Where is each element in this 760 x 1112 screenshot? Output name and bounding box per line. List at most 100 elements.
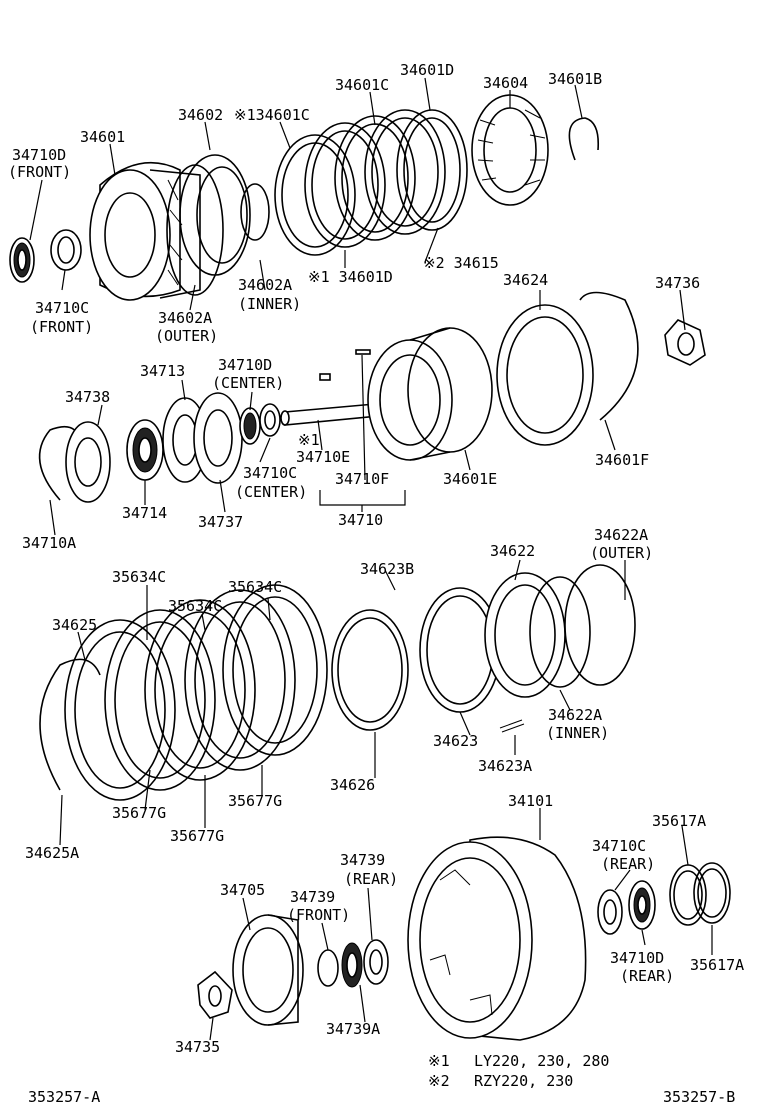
part-34739-thrust-washers: [317, 939, 389, 988]
label-34710D-front: 34710D: [12, 146, 66, 164]
label-34601F: 34601F: [595, 451, 649, 469]
label-35677G-a: 35677G: [112, 804, 166, 822]
label-34710D-rear: 34710D: [610, 949, 664, 967]
label-34710D-front-qualifier: (FRONT): [8, 163, 71, 181]
label-34625A: 34625A: [25, 844, 79, 862]
label-34713: 34713: [140, 362, 185, 380]
part-labels: 34601D 34601C 34604 34601B 34602 ※134601…: [8, 61, 744, 1056]
label-34710E: 34710E: [296, 448, 350, 466]
label-34601D-bottom: ※1 34601D: [308, 268, 393, 286]
label-34601: 34601: [80, 128, 125, 146]
label-34622A-outer: 34622A: [594, 526, 648, 544]
part-34101-transmission-case: [407, 836, 587, 1041]
part-34710C-rear-race: [597, 889, 623, 935]
part-34736-plate: [664, 319, 706, 366]
label-34625: 34625: [52, 616, 97, 634]
footer-code-left: 353257-A: [28, 1088, 100, 1106]
note-2-text: RZY220, 230: [474, 1072, 573, 1090]
label-34710C-center: 34710C: [243, 464, 297, 482]
part-34626-piston-ring: [331, 609, 409, 731]
label-34601D-top: 34601D: [400, 61, 454, 79]
label-34735: 34735: [175, 1038, 220, 1056]
label-34710: 34710: [338, 511, 383, 529]
label-34601B: 34601B: [548, 70, 602, 88]
part-34601B-snap-ring: [568, 117, 600, 161]
label-34602A-outer-qualifier: (OUTER): [155, 327, 218, 345]
label-35634C-a: 35634C: [112, 568, 166, 586]
part-35634C-35677G-discs: [64, 584, 328, 801]
label-34738: 34738: [65, 388, 110, 406]
label-34602A-inner: 34602A: [238, 276, 292, 294]
label-34622A-outer-qualifier: (OUTER): [590, 544, 653, 562]
part-34705-drum: [232, 914, 304, 1026]
leader-lines: [29, 77, 713, 1041]
part-34601C-34601D-plates: [274, 109, 468, 256]
label-34714: 34714: [122, 504, 167, 522]
label-34601C-top: 34601C: [335, 76, 389, 94]
label-34710E-mark: ※1: [298, 431, 320, 449]
label-34710C-rear-qualifier: (REAR): [601, 855, 655, 873]
label-34737: 34737: [198, 513, 243, 531]
label-35634C-b: 35634C: [228, 578, 282, 596]
label-34622A-inner-qualifier: (INNER): [546, 724, 609, 742]
label-34101: 34101: [508, 792, 553, 810]
label-34710F: 34710F: [335, 470, 389, 488]
label-34615: ※2 34615: [423, 254, 499, 272]
part-34625-snap-ring: [39, 658, 101, 791]
part-34738-sun-gear: [65, 421, 111, 503]
part-34604-spring-retainer: [471, 94, 549, 206]
label-35677G-c: 35677G: [170, 827, 224, 845]
label-34710C-center-qualifier: (CENTER): [235, 483, 307, 501]
label-34710D-center: 34710D: [218, 356, 272, 374]
part-34601E-planetary-carrier: [367, 327, 493, 461]
label-35677G-b: 35677G: [228, 792, 282, 810]
part-34735-plate: [197, 970, 233, 1019]
part-34737-hub: [193, 392, 243, 484]
label-34623B: 34623B: [360, 560, 414, 578]
label-34736: 34736: [655, 274, 700, 292]
part-34624-ring-gear: [496, 304, 594, 446]
note-1-mark: ※1: [428, 1052, 450, 1070]
part-35617A-seal-rings: [669, 862, 731, 926]
label-34622: 34622: [490, 542, 535, 560]
label-34710D-rear-qualifier: (REAR): [620, 967, 674, 985]
label-34601C-mid: ※134601C: [234, 106, 310, 124]
part-34601F-snap-ring: [579, 291, 639, 421]
label-34602A-outer: 34602A: [158, 309, 212, 327]
applicability-notes: ※1 LY220, 230, 280 ※2 RZY220, 230: [428, 1052, 609, 1090]
label-34710A: 34710A: [22, 534, 76, 552]
part-34601-clutch-drum: [89, 162, 224, 301]
part-34602-piston: [179, 154, 270, 276]
part-34710C-front-race: [50, 229, 82, 271]
part-34710D-rear-bearing: [628, 880, 656, 930]
label-34626: 34626: [330, 776, 375, 794]
label-34602: 34602: [178, 106, 223, 124]
label-34710C-front: 34710C: [35, 299, 89, 317]
part-34623A-spring: [499, 719, 525, 733]
label-34624: 34624: [503, 271, 548, 289]
label-34622A-inner: 34622A: [548, 706, 602, 724]
part-34710D-center-bearing: [239, 407, 261, 445]
label-34623A: 34623A: [478, 757, 532, 775]
label-34710D-center-qualifier: (CENTER): [212, 374, 284, 392]
part-34622-piston: [484, 564, 636, 698]
label-35634C-c: 35634C: [168, 597, 222, 615]
label-34710C-front-qualifier: (FRONT): [30, 318, 93, 336]
label-35617A-top: 35617A: [652, 812, 706, 830]
label-35617A-bottom: 35617A: [690, 956, 744, 974]
label-34739-front-qualifier: (FRONT): [287, 906, 350, 924]
footer-code-right: 353257-B: [663, 1088, 735, 1106]
label-34601E: 34601E: [443, 470, 497, 488]
label-34604: 34604: [483, 74, 528, 92]
label-34739-front: 34739: [290, 888, 335, 906]
label-34705: 34705: [220, 881, 265, 899]
label-34739-rear-qualifier: (REAR): [344, 870, 398, 888]
label-34623: 34623: [433, 732, 478, 750]
note-1-text: LY220, 230, 280: [474, 1052, 609, 1070]
note-2-mark: ※2: [428, 1072, 450, 1090]
part-34710C-center-race: [259, 403, 281, 437]
label-34739A: 34739A: [326, 1020, 380, 1038]
label-34739-rear: 34739: [340, 851, 385, 869]
part-34714-one-way-clutch: [126, 419, 164, 481]
